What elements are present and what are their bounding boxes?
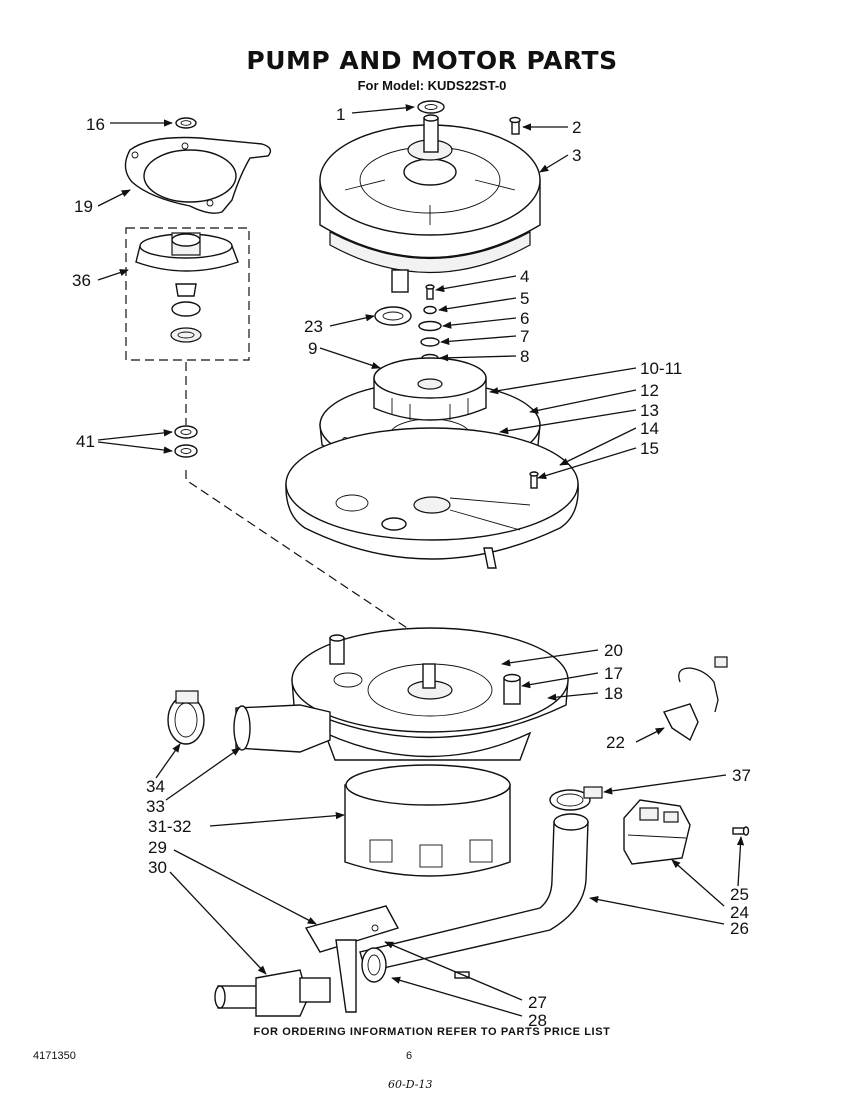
part-3-motor: [319, 114, 541, 293]
part-15-screw: [529, 471, 539, 489]
callout-25: 25: [730, 885, 749, 904]
part-4-screw: [425, 284, 435, 300]
part-14-pump-base: [285, 427, 579, 569]
callout-29: 29: [148, 838, 167, 857]
part-34-hose-clamp: [167, 690, 205, 745]
callout-23: 23: [304, 317, 323, 336]
page-number: 6: [406, 1050, 413, 1062]
part-30-fitting: [214, 969, 331, 1017]
part-19-gasket: [124, 136, 272, 214]
callout-13: 13: [640, 401, 659, 420]
callout-5: 5: [520, 289, 529, 308]
callout-1: 1: [336, 105, 345, 124]
part-33-inlet-hose: [233, 704, 331, 753]
callout-2: 2: [572, 118, 581, 137]
callout-19: 19: [74, 197, 93, 216]
part-2-screw: [509, 116, 521, 135]
part-6-washer: [418, 320, 442, 332]
part-16-washer: [175, 117, 197, 129]
part-31-32-motor-housing: [323, 731, 532, 877]
part-36-seal-assembly: [125, 227, 250, 361]
callout-6: 6: [520, 309, 529, 328]
callout-28: 28: [528, 1011, 547, 1030]
callout-16: 16: [86, 115, 105, 134]
model-subtitle: For Model: KUDS22ST-0: [357, 78, 507, 93]
part-23-seal: [374, 306, 412, 326]
callout-17: 17: [604, 664, 623, 683]
callout-12: 12: [640, 381, 659, 400]
callout-14: 14: [640, 419, 659, 438]
part-7-washer: [420, 337, 440, 347]
callout-7: 7: [520, 327, 529, 346]
page-title: PUMP AND MOTOR PARTS: [246, 46, 618, 75]
part-5-nut: [423, 305, 437, 315]
callout-3: 3: [572, 146, 581, 165]
callout-20: 20: [604, 641, 623, 660]
callout-37: 37: [732, 766, 751, 785]
callout-31-32: 31-32: [148, 817, 191, 836]
part-24-terminal-block: [623, 799, 691, 865]
handwritten-note: 60-D-13: [388, 1078, 433, 1091]
part-41-o-rings: [174, 425, 198, 458]
callout-26: 26: [730, 919, 749, 938]
callout-41: 41: [76, 432, 95, 451]
part-20-17-18-pump-top: [291, 627, 569, 739]
part-22-wire-harness: [663, 656, 728, 742]
callout-15: 15: [640, 439, 659, 458]
callout-8: 8: [520, 347, 529, 366]
part-29-bracket: [304, 905, 400, 1013]
callout-24: 24: [730, 903, 749, 922]
callout-30: 30: [148, 858, 167, 877]
callout-27: 27: [528, 993, 547, 1012]
part-9-impeller: [373, 357, 487, 421]
callout-4: 4: [520, 267, 529, 286]
callout-10-11: 10-11: [640, 359, 682, 378]
part-37-hose-clamp: [549, 786, 603, 811]
ordering-note: FOR ORDERING INFORMATION REFER TO PARTS …: [253, 1026, 611, 1038]
callout-33: 33: [146, 797, 165, 816]
part-25-screw: [732, 826, 750, 836]
callout-34: 34: [146, 777, 165, 796]
document-number: 4171350: [33, 1050, 76, 1062]
callout-18: 18: [604, 684, 623, 703]
callout-22: 22: [606, 733, 625, 752]
part-28-outlet-connector: [361, 947, 387, 983]
callout-36: 36: [72, 271, 91, 290]
callout-9: 9: [308, 339, 317, 358]
part-1-washer: [417, 100, 445, 114]
